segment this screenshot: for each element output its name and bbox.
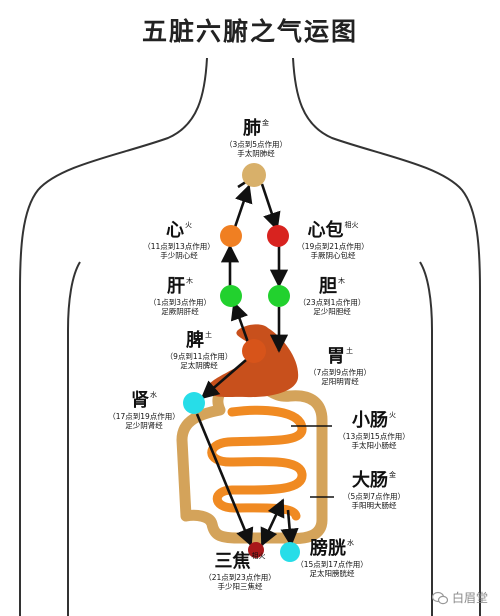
organ-element: 金 <box>262 119 269 127</box>
organ-time: （1点到3点作用） <box>148 298 212 307</box>
organ-label-lung: 肺金 （3点到5点作用） 手太阴肺经 <box>206 120 306 157</box>
small-intestine-shape <box>207 405 307 521</box>
lung-node <box>242 163 266 187</box>
organ-meridian: 手厥阴心包经 <box>310 250 356 260</box>
organ-meridian: 足少阴肾经 <box>125 420 163 430</box>
wechat-icon <box>431 591 448 604</box>
organ-time: （13点到15点作用） <box>338 432 410 441</box>
organ-name: 膀胱 <box>310 538 346 559</box>
organ-name: 三焦 <box>214 551 251 572</box>
organ-element: 火 <box>389 411 396 419</box>
spleen-node <box>242 339 266 363</box>
pericardium-node <box>267 225 289 247</box>
watermark: 白眉堂 <box>431 589 488 606</box>
organ-meridian: 手太阴肺经 <box>237 148 275 158</box>
organ-label-small-intestine: 小肠火 （13点到15点作用） 手太阳小肠经 <box>332 412 416 449</box>
liver-node <box>220 285 242 307</box>
organ-meridian: 手少阳三焦经 <box>217 581 263 591</box>
organ-element: 水 <box>347 539 354 547</box>
organ-label-triple-burner: 三焦相火 （21点到23点作用） 手少阳三焦经 <box>198 553 282 590</box>
organ-name: 胃 <box>327 346 345 367</box>
triple-burner-node <box>248 542 264 558</box>
organ-name: 肝 <box>167 276 185 297</box>
organ-meridian: 手阳明大肠经 <box>351 500 397 510</box>
organ-name: 肺 <box>243 118 261 139</box>
organ-label-kidney: 肾水 （17点到19点作用） 足少阴肾经 <box>104 392 184 429</box>
organ-name: 心包 <box>307 220 344 241</box>
organ-label-heart: 心火 （11点到13点作用） 手少阴心经 <box>138 222 220 259</box>
organ-time: （9点到11点作用） <box>165 352 233 361</box>
organ-element: 土 <box>205 331 212 339</box>
flow-arrows <box>195 176 299 547</box>
organ-name: 肾 <box>131 390 149 411</box>
organ-meridian: 手少阴心经 <box>160 250 198 260</box>
organ-element: 木 <box>186 277 193 285</box>
organ-time: （11点到13点作用） <box>143 242 215 251</box>
organ-meridian: 足太阳膀胱经 <box>309 568 355 578</box>
page-title: 五脏六腑之气运图 <box>141 17 358 46</box>
organ-time: （5点到7点作用） <box>342 492 406 501</box>
organ-element: 水 <box>150 391 157 399</box>
organ-label-bladder: 膀胱水 （15点到17点作用） 足太阳膀胱经 <box>290 540 374 577</box>
organ-label-liver: 肝木 （1点到3点作用） 足厥阴肝经 <box>140 278 220 315</box>
organ-element: 木 <box>338 277 345 285</box>
organ-label-large-intestine: 大肠金 （5点到7点作用） 手阳明大肠经 <box>334 472 414 509</box>
organ-name: 大肠 <box>352 470 388 491</box>
organ-meridian: 足厥阴肝经 <box>161 306 199 316</box>
watermark-text: 白眉堂 <box>451 591 488 605</box>
organ-element: 土 <box>346 347 353 355</box>
kidney-node <box>183 392 205 414</box>
heart-node <box>220 225 242 247</box>
organ-time: （21点到23点作用） <box>204 573 276 582</box>
organ-element: 相火 <box>251 552 266 560</box>
organ-meridian: 足阳明胃经 <box>321 376 359 386</box>
organ-meridian: 手太阳小肠经 <box>351 440 397 450</box>
organ-time: （3点到5点作用） <box>224 140 288 149</box>
organ-time: （7点到9点作用） <box>308 368 372 377</box>
organ-label-stomach: 胃土 （7点到9点作用） 足阳明胃经 <box>300 348 380 385</box>
organ-name: 小肠 <box>352 410 388 431</box>
organ-time: （17点到19点作用） <box>108 412 180 421</box>
torso-outline <box>19 57 481 616</box>
bladder-node <box>280 542 300 562</box>
organ-meridian: 足太阴脾经 <box>180 360 218 370</box>
organ-element: 金 <box>389 471 396 479</box>
organ-time: （19点到21点作用） <box>297 242 369 251</box>
organ-label-pericardium: 心包相火 （19点到21点作用） 手厥阴心包经 <box>292 222 374 259</box>
organ-label-gallbladder: 胆木 （23点到1点作用） 足少阳胆经 <box>292 278 372 315</box>
organ-meridian: 足少阳胆经 <box>313 306 351 316</box>
organ-element: 火 <box>185 221 192 229</box>
organ-element: 相火 <box>344 221 359 229</box>
organ-name: 心 <box>166 220 184 241</box>
organ-name: 胆 <box>319 276 337 297</box>
organ-label-spleen: 脾土 （9点到11点作用） 足太阴脾经 <box>158 332 240 369</box>
organ-name: 脾 <box>186 330 204 351</box>
gallbladder-node <box>268 285 290 307</box>
organ-time: （15点到17点作用） <box>296 560 368 569</box>
organ-time: （23点到1点作用） <box>298 298 366 307</box>
leader-lines <box>291 425 334 498</box>
